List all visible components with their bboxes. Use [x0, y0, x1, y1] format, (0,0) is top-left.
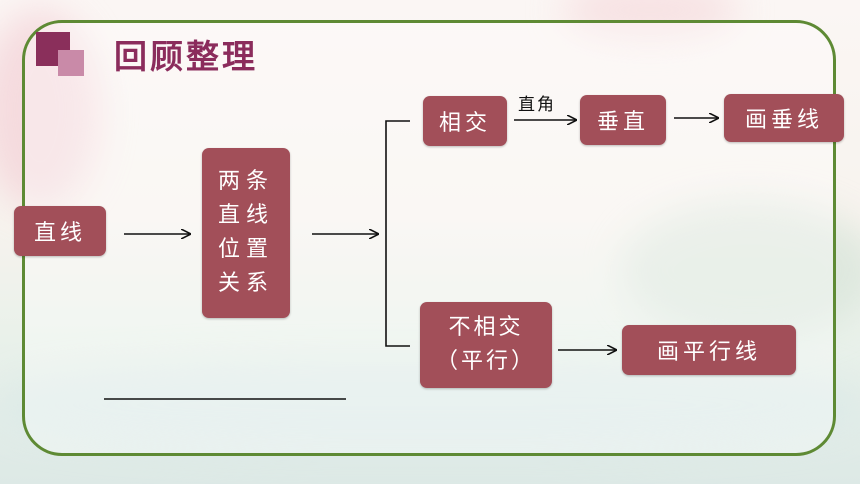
node-parallel: 不相交 （平行）: [420, 302, 552, 388]
node-intersect: 相交: [423, 96, 507, 146]
node-draw-perpendicular: 画垂线: [724, 94, 844, 142]
node-straight-line: 直线: [14, 206, 106, 256]
title-accent-square-light: [58, 50, 84, 76]
node-draw-parallel: 画平行线: [622, 325, 796, 375]
node-text-line: 不相交: [448, 315, 524, 340]
node-text-line: 关系: [217, 271, 274, 296]
node-text-line: 位置: [217, 237, 274, 262]
branch-bracket: [385, 120, 410, 347]
node-perpendicular: 垂直: [580, 95, 666, 145]
node-text-line: 直线: [217, 203, 274, 228]
edge-label-right-angle: 直角: [518, 95, 556, 115]
node-text-line: （平行）: [435, 349, 536, 374]
page-title: 回顾整理: [114, 37, 258, 76]
background-hills: [620, 200, 860, 340]
node-text-line: 两条: [217, 169, 274, 194]
node-two-lines-relationship: 两条 直线 位置 关系: [202, 148, 290, 318]
